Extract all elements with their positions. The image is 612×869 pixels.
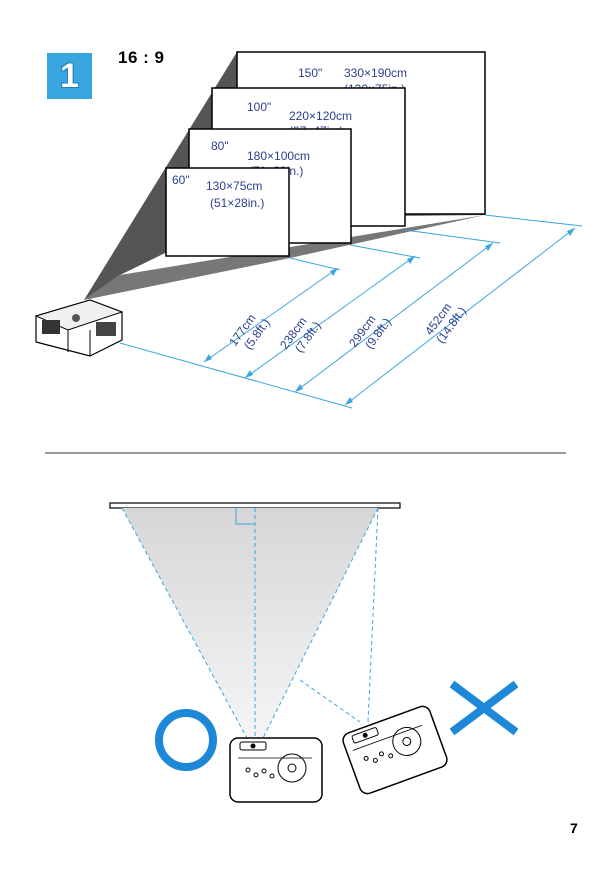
- projector-wrong-image: [342, 705, 448, 795]
- distance-177: 177cm (5.8ft.): [226, 311, 273, 352]
- screen-150-diag: 150": [298, 66, 322, 80]
- screen-60-diag: 60": [172, 173, 190, 187]
- screen-150-cm: 330×190cm: [344, 66, 407, 80]
- right-angle-mark: [235, 508, 255, 525]
- screen-60-cm: 130×75cm: [206, 179, 262, 193]
- step-number-badge: 1: [47, 53, 92, 99]
- light-beam: [122, 508, 378, 740]
- page-number: 7: [570, 820, 578, 836]
- screen-60-inch: (51×28in.): [210, 196, 264, 210]
- projector-correct-image: [229, 737, 323, 803]
- dimension-arrowheads: [204, 228, 575, 405]
- screen-100-diag: 100": [247, 100, 271, 114]
- distance-452: 452cm (14.8ft.): [422, 300, 469, 346]
- screen-top-view: [109, 502, 401, 509]
- screen-100-cm: 220×120cm: [289, 109, 352, 123]
- distance-299: 299cm (9.8ft.): [346, 312, 394, 351]
- projection-cone-upper: [84, 52, 237, 300]
- dimension-lines: [119, 214, 583, 409]
- screen-80-cm: 180×100cm: [247, 149, 310, 163]
- cross-wrong-icon: [449, 680, 519, 736]
- screen-80-diag: 80": [211, 139, 229, 153]
- circle-correct-icon: [155, 709, 217, 771]
- projector-image: [34, 299, 124, 357]
- screen-60: 60" 130×75cm (51×28in.): [165, 167, 290, 257]
- distance-238: 238cm (7.8ft.): [277, 314, 324, 355]
- guide-lines: [121, 507, 379, 741]
- projection-cone-floor: [84, 215, 485, 300]
- aspect-ratio-label: 16 : 9: [118, 48, 165, 67]
